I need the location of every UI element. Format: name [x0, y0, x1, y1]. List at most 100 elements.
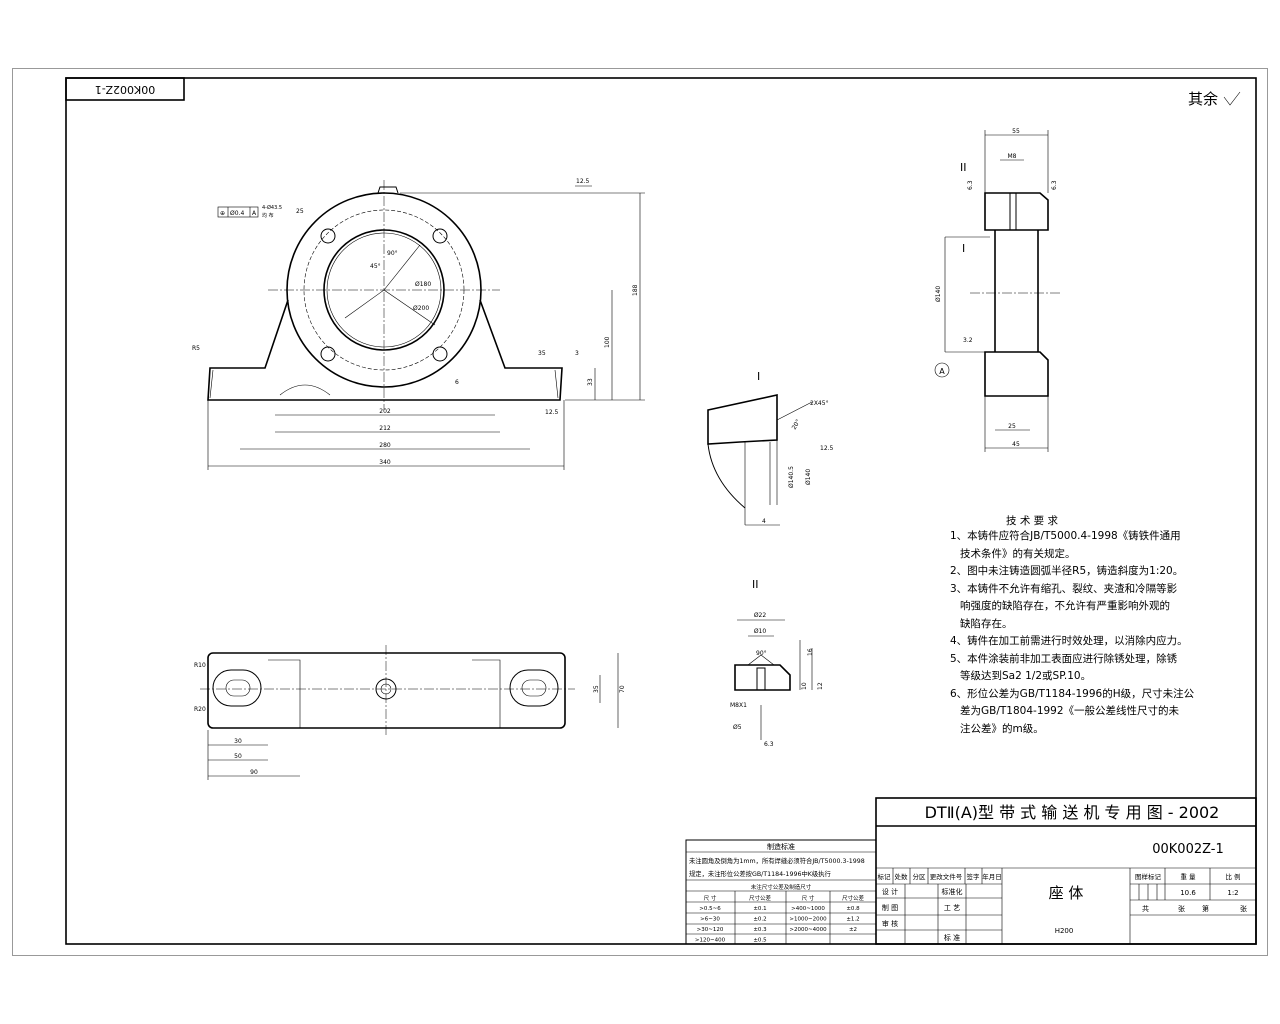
requirements-list: 1、本铸件应符合JB/T5000.4-1998《铸铁件通用 技术条件》的有关规定… — [950, 528, 1200, 738]
dim-side-dia: Ø140 — [935, 286, 942, 302]
dim-30: 30 — [234, 738, 242, 745]
rev-h2: 分区 — [913, 872, 927, 881]
requirement-line: 6、形位公差为GB/T1184-1996的H级，尺寸未注公 — [950, 687, 1195, 700]
tol-value: Ø0.4 — [230, 210, 244, 217]
detail-I-label: I — [757, 370, 760, 383]
standards-cell: >6~30 — [700, 917, 720, 923]
role-standardize: 标准化 — [942, 887, 963, 896]
sheet-total: 共 — [1142, 904, 1149, 913]
tol-note-1: 4-Ø43.5 — [262, 204, 282, 211]
dim-detailII-h10: 10 — [801, 682, 808, 690]
dim-w45: 45 — [1012, 441, 1020, 448]
datum-label: A — [939, 367, 945, 376]
dim-70: 70 — [619, 685, 626, 693]
attr-scale: 1:2 — [1227, 889, 1238, 897]
tol-note-2: 均 布 — [262, 212, 274, 219]
dim-w55: 55 — [1012, 128, 1020, 135]
detail-II-label: II — [752, 578, 759, 591]
standards-cell: >2000~4000 — [789, 927, 827, 933]
standards-subheader: 未注尺寸公差及制造尺寸 — [751, 883, 812, 891]
title-block-part-name: 座 体 — [1049, 884, 1084, 902]
standards-cell: ±0.5 — [753, 938, 767, 944]
role-process: 工 艺 — [944, 904, 960, 912]
std-col-h1: 尺寸公差 — [749, 894, 772, 902]
drawing-sheet — [12, 68, 1268, 956]
requirement-line: 差为GB/T1804-1992《一般公差线性尺寸的未 — [950, 705, 1180, 717]
dim-d35-front: 35 — [538, 350, 546, 357]
dim-h33: 33 — [587, 378, 594, 386]
dim-202: 202 — [379, 408, 391, 415]
roughness-note: 其余 — [1188, 90, 1218, 108]
rev-h1: 处数 — [895, 872, 909, 881]
dim-t63b: 6.3 — [1051, 180, 1058, 190]
dim-h3: 3 — [575, 350, 579, 357]
requirement-line: 4、铸件在加工前需进行时效处理，以消除内应力。 — [950, 635, 1188, 647]
dim-detailI-dia2: Ø140 — [805, 469, 812, 485]
detail-II-view — [734, 619, 813, 740]
dim-detailII-ang90: 90° — [756, 650, 767, 657]
standards-cell: ±0.1 — [753, 906, 766, 912]
dim-detailI-w4: 4 — [762, 518, 766, 525]
dim-h188: 188 — [632, 284, 639, 296]
sheet-unit: 张 — [1178, 904, 1185, 913]
dim-detailI-dia1: Ø140.5 — [788, 466, 795, 488]
dim-340: 340 — [379, 459, 391, 466]
requirement-line: 等级达到Sa2 1/2或SP.10。 — [950, 670, 1092, 682]
standards-line2: 规定，未注形位公差按GB/T1184-1996中K级执行 — [689, 869, 831, 878]
side-section-view — [934, 130, 1060, 452]
dim-detailII-d22: Ø22 — [754, 612, 767, 619]
requirement-line: 2、图中未注铸造圆弧半径R5，铸造斜度为1:20。 — [950, 565, 1184, 577]
dim-detailI-r12-5: 12.5 — [820, 445, 834, 452]
section-mark-II: II — [960, 161, 967, 174]
dim-detailII-h12: 12 — [817, 682, 824, 690]
tolerance-frame — [217, 206, 259, 218]
sheet-no: 第 — [1202, 904, 1209, 913]
requirement-line: 响强度的缺陷存在，不允许有严重影响外观的 — [950, 600, 1171, 612]
title-block-drawing-no: 00K002Z-1 — [1152, 842, 1224, 857]
roughness-symbol — [1223, 91, 1241, 106]
top-view — [200, 645, 619, 780]
role-review: 审 核 — [882, 919, 898, 928]
standards-cell: >1000~2000 — [789, 917, 827, 923]
rev-h4: 签字 — [967, 872, 981, 881]
requirement-line: 注公差》的m级。 — [950, 722, 1044, 735]
attr-weight: 10.6 — [1180, 889, 1196, 897]
dim-280: 280 — [379, 442, 391, 449]
dim-r20: R20 — [194, 706, 206, 713]
title-block — [875, 797, 1257, 945]
dim-h100: 100 — [604, 336, 611, 348]
attr-h1: 重 量 — [1180, 873, 1196, 881]
std-col-h0: 尺 寸 — [704, 894, 717, 902]
front-view — [207, 180, 563, 410]
dim-detailII-h16: 16 — [807, 648, 814, 656]
section-mark-I: I — [962, 242, 965, 255]
corner-code-box — [65, 77, 185, 101]
dim-ang45: 45° — [370, 263, 381, 270]
dim-r10: R10 — [194, 662, 206, 669]
dim-35-top: 35 — [593, 685, 600, 693]
tol-symbol: ⊕ — [220, 210, 225, 217]
standards-line1: 未注圆角及倒角为1mm，所有焊缝必须符合JB/T5000.3-1998 — [689, 856, 865, 865]
standards-cell: >0.5~6 — [699, 906, 721, 912]
dim-50: 50 — [234, 753, 242, 760]
dim-r25: 25 — [296, 208, 304, 215]
rev-h0: 标记 — [878, 872, 892, 881]
sheet-unit2: 张 — [1240, 904, 1247, 913]
dim-detailII-d5: Ø5 — [733, 724, 742, 731]
dim-r5: R5 — [192, 345, 200, 352]
dim-dia200: Ø200 — [413, 305, 429, 312]
standards-table — [685, 839, 877, 945]
role-draw: 制 图 — [882, 903, 898, 912]
front-dimension-lines — [207, 185, 645, 470]
dim-dia180: Ø180 — [415, 281, 431, 288]
standards-cell: >400~1000 — [791, 906, 825, 912]
dim-detailII-m8: M8X1 — [730, 702, 747, 709]
requirement-line: 1、本铸件应符合JB/T5000.4-1998《铸铁件通用 — [950, 530, 1181, 542]
standards-rows: >0.5~6±0.1>400~1000±0.8>6~30±0.2>1000~20… — [695, 906, 860, 944]
title-block-title: DTⅡ(A)型 带 式 输 送 机 专 用 图 - 2002 — [925, 803, 1220, 822]
std-col-h2: 尺 寸 — [802, 894, 815, 902]
attr-h0: 图样标记 — [1135, 872, 1162, 881]
standards-cell: ±2 — [849, 927, 857, 933]
dim-w25: 25 — [1008, 423, 1016, 430]
dim-detailI-chamfer: 2X45° — [810, 400, 829, 407]
